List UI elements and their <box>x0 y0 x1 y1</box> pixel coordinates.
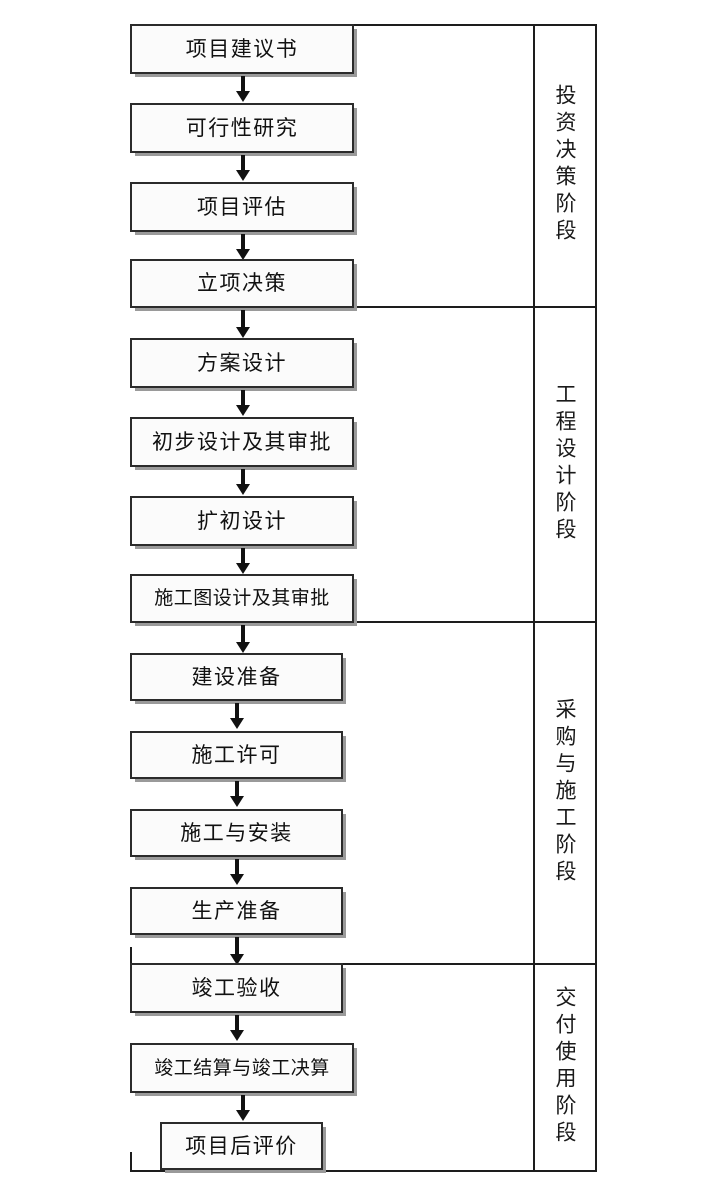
phase-label-1-text: 投资决策阶段 <box>553 84 578 246</box>
process-node-8[interactable]: 施工图设计及其审批 <box>130 574 354 623</box>
process-node-15[interactable]: 项目后评价 <box>160 1122 323 1170</box>
process-node-12[interactable]: 生产准备 <box>130 887 343 935</box>
connector-arrow-13 <box>230 1015 244 1041</box>
frame-right-border <box>595 24 597 1172</box>
process-node-9-label: 建设准备 <box>191 664 282 689</box>
process-node-10-label: 施工许可 <box>191 742 282 767</box>
connector-arrow-9 <box>230 703 244 729</box>
process-node-2-label: 可行性研究 <box>185 115 299 140</box>
phase-label-4-text: 交付使用阶段 <box>553 985 578 1148</box>
process-node-2[interactable]: 可行性研究 <box>130 103 354 153</box>
process-node-6-label: 初步设计及其审批 <box>152 429 332 454</box>
connector-arrow-2 <box>236 155 250 181</box>
process-node-15-label: 项目后评价 <box>185 1133 298 1158</box>
phase-divider-3 <box>130 963 597 965</box>
phase-divider-1 <box>130 306 597 308</box>
connector-arrow-5 <box>236 390 250 416</box>
phase-label-2: 工程设计阶段 <box>535 306 595 621</box>
frame-top-border <box>130 24 597 26</box>
connector-arrow-12 <box>230 937 244 965</box>
process-node-7-label: 扩初设计 <box>197 508 287 533</box>
process-node-6[interactable]: 初步设计及其审批 <box>130 417 354 467</box>
connector-arrow-7 <box>236 548 250 574</box>
connector-arrow-11 <box>230 859 244 885</box>
process-node-4-label: 立项决策 <box>197 271 287 295</box>
process-node-14[interactable]: 竣工结算与竣工决算 <box>130 1043 354 1093</box>
phase-column-divider <box>533 24 535 1172</box>
frame-bottom-border <box>130 1170 597 1172</box>
process-node-1-label: 项目建议书 <box>185 36 299 61</box>
process-node-8-label: 施工图设计及其审批 <box>154 588 330 609</box>
process-node-10[interactable]: 施工许可 <box>130 731 343 779</box>
process-node-14-label: 竣工结算与竣工决算 <box>154 1057 330 1079</box>
frame-left-segment-3 <box>130 947 132 965</box>
process-node-5-label: 方案设计 <box>197 350 287 375</box>
process-node-13[interactable]: 竣工验收 <box>130 963 343 1013</box>
process-node-7[interactable]: 扩初设计 <box>130 496 354 546</box>
connector-arrow-3 <box>236 234 250 260</box>
phase-divider-2 <box>130 621 597 623</box>
phase-label-4: 交付使用阶段 <box>535 963 595 1170</box>
process-node-3-label: 项目评估 <box>197 194 287 219</box>
connector-arrow-10 <box>230 781 244 807</box>
phase-label-3-text: 采购与施工阶段 <box>553 697 578 887</box>
process-node-4[interactable]: 立项决策 <box>130 259 354 308</box>
phase-label-2-text: 工程设计阶段 <box>553 382 578 545</box>
phase-label-3: 采购与施工阶段 <box>535 621 595 963</box>
phase-label-1: 投资决策阶段 <box>535 24 595 306</box>
connector-arrow-8 <box>236 625 250 653</box>
frame-left-segment-4 <box>130 1152 132 1172</box>
process-node-12-label: 生产准备 <box>191 898 282 923</box>
process-node-1[interactable]: 项目建议书 <box>130 24 354 74</box>
process-node-9[interactable]: 建设准备 <box>130 653 343 701</box>
process-node-13-label: 竣工验收 <box>191 975 282 1000</box>
process-node-3[interactable]: 项目评估 <box>130 182 354 232</box>
connector-arrow-1 <box>236 76 250 102</box>
connector-arrow-4 <box>236 310 250 338</box>
connector-arrow-6 <box>236 469 250 495</box>
connector-arrow-14 <box>236 1095 250 1121</box>
process-node-11[interactable]: 施工与安装 <box>130 809 343 857</box>
process-node-11-label: 施工与安装 <box>180 820 293 845</box>
process-node-5[interactable]: 方案设计 <box>130 338 354 388</box>
